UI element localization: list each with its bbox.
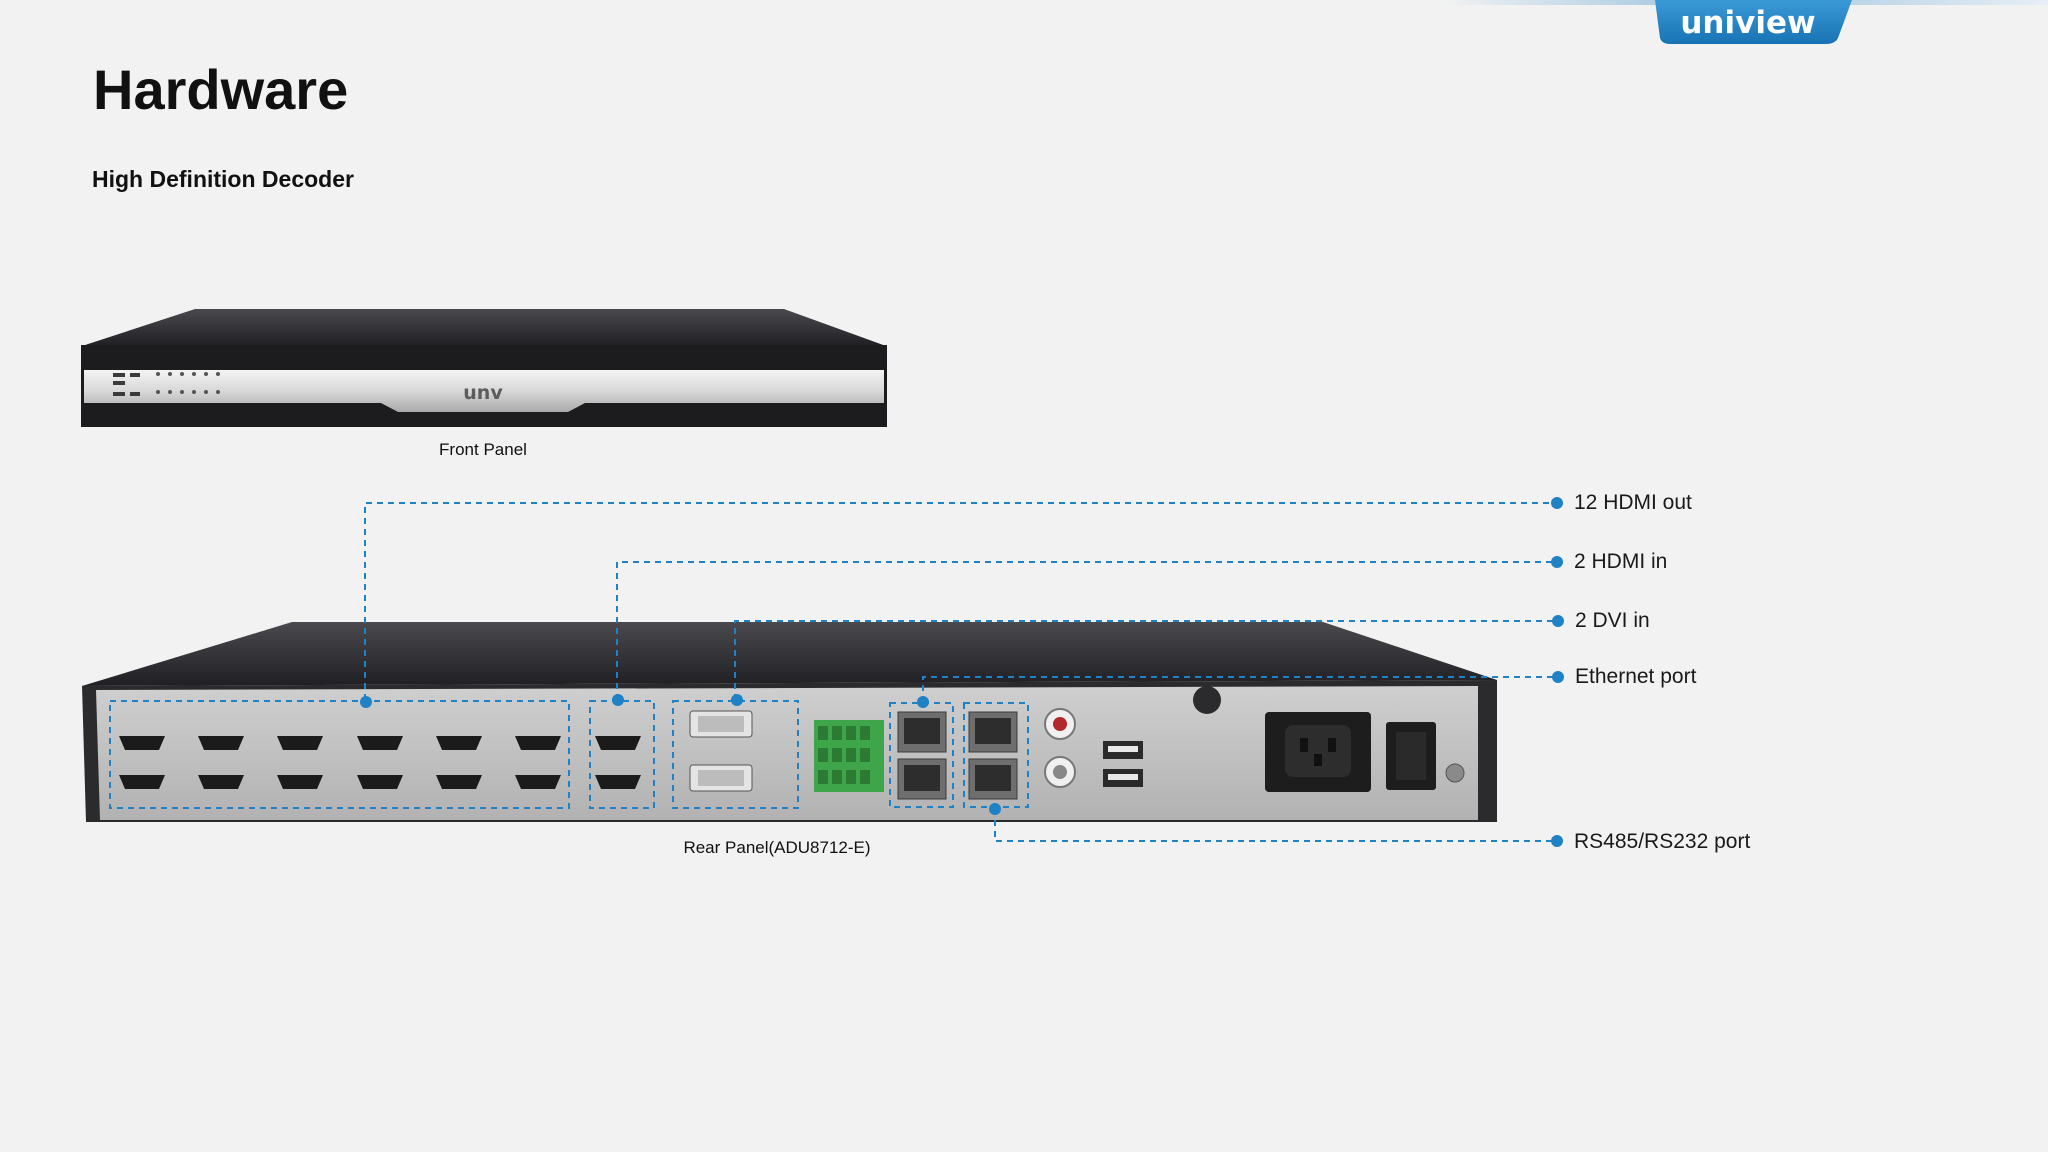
- leader-line-hdmi-in: [616, 561, 1557, 700]
- rj45-ports: [897, 711, 1018, 800]
- power-switch: [1386, 722, 1436, 790]
- hdmi-in-ports: [595, 736, 641, 789]
- leader-dots: [360, 497, 1564, 847]
- callout-dvi-in: 2 DVI in: [1575, 609, 1650, 632]
- leader-line-hdmi-out: [364, 502, 1557, 700]
- callout-hdmi-in: 2 HDMI in: [1574, 550, 1668, 573]
- front-panel-badge: unv: [463, 382, 503, 404]
- leader-dot-hdmi-in-end: [1551, 556, 1563, 568]
- ground-screw: [1445, 763, 1465, 783]
- hdmi-in-highlight-box: [589, 700, 655, 809]
- slide-subtitle: High Definition Decoder: [92, 166, 354, 192]
- leader-dot-dvi-in-end: [1552, 615, 1564, 627]
- dvi-in-ports: [689, 710, 753, 792]
- leader-line-ethernet: [922, 676, 1558, 702]
- audio-jacks: [1044, 708, 1076, 788]
- terminal-block: [814, 720, 884, 792]
- leader-dot-hdmi-out-end: [1551, 497, 1563, 509]
- uniview-logo-text: uniview: [1680, 5, 1815, 41]
- usb-ports: [1103, 741, 1143, 787]
- callout-ethernet-port: Ethernet port: [1575, 665, 1697, 688]
- leader-dot-ethernet-end: [1552, 671, 1564, 683]
- leader-lines: [364, 502, 1558, 842]
- leader-dot-dvi-in-start: [731, 694, 743, 706]
- hdmi-out-ports: [119, 736, 561, 789]
- leader-line-dvi-in: [734, 620, 1558, 700]
- rear-panel-caption: Rear Panel(ADU8712-E): [683, 838, 871, 857]
- rear-panel-device: [82, 622, 1497, 822]
- dvi-in-highlight-box: [672, 700, 799, 809]
- hdmi-out-highlight-box: [109, 700, 570, 809]
- power-socket: [1265, 712, 1371, 792]
- callout-hdmi-out: 12 HDMI out: [1574, 491, 1692, 514]
- front-panel-device: unv: [81, 309, 887, 427]
- leader-dot-rs485-end: [1551, 835, 1563, 847]
- leader-dot-rs485-start: [989, 803, 1001, 815]
- leader-dot-hdmi-out-start: [360, 696, 372, 708]
- slide-title: Hardware: [93, 58, 349, 121]
- ethernet-highlight-box: [889, 702, 954, 808]
- leader-dot-ethernet-start: [917, 696, 929, 708]
- uniview-logo: uniview: [1440, 0, 2048, 44]
- callout-rs485-rs232-port: RS485/RS232 port: [1574, 830, 1751, 853]
- leader-dot-hdmi-in-start: [612, 694, 624, 706]
- front-panel-caption: Front Panel: [439, 440, 527, 459]
